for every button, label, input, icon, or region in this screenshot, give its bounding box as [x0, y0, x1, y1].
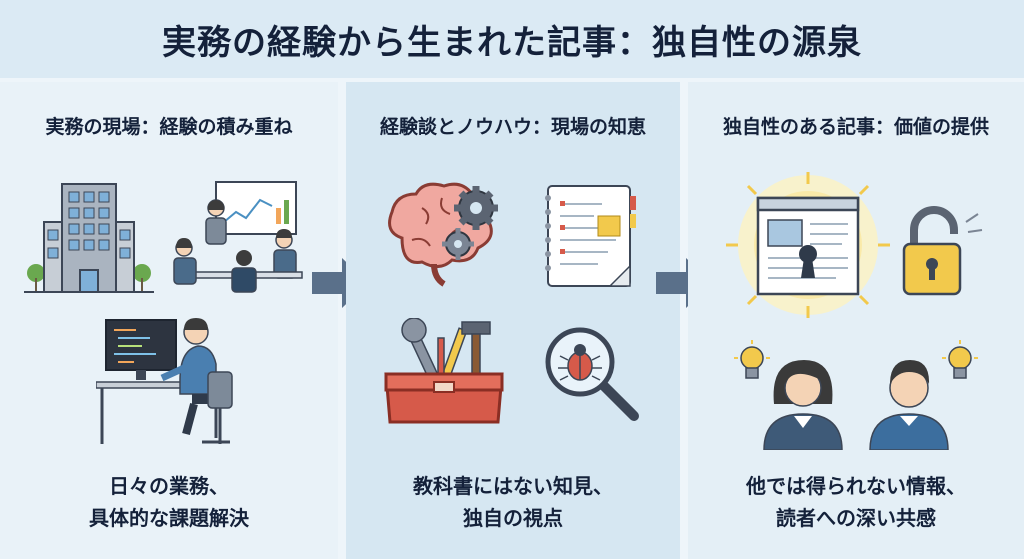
panel-heading: 独自性のある記事：価値の提供 — [722, 116, 989, 138]
office-building-icon — [24, 183, 154, 293]
panel-value: 独自性のある記事：価値の提供 — [688, 82, 1024, 559]
reader-man-icon — [869, 360, 949, 450]
panel-knowhow: 経験談とノウハウ：現場の知恵 — [346, 82, 680, 559]
panel-caption: 他では得られない情報、 読者への深い共感 — [688, 470, 1024, 534]
unlocked-padlock-icon — [902, 206, 983, 296]
caption-line-1: 他では得られない情報、 — [746, 474, 966, 498]
caption-line-1: 教科書にはない知見、 — [413, 474, 613, 498]
lightbulb-icon — [734, 340, 770, 379]
glowing-article-icon — [726, 172, 890, 318]
caption-line-2: 具体的な課題解決 — [89, 506, 249, 530]
panel-caption: 教科書にはない知見、 独自の視点 — [346, 470, 680, 534]
title-banner: 実務の経験から生まれた記事：独自性の源泉 — [0, 0, 1024, 78]
reader-woman-icon — [763, 360, 843, 450]
brain-gears-icon — [388, 182, 498, 287]
toolbox-icon — [384, 318, 504, 424]
panel-heading: 実務の現場：経験の積み重ね — [45, 116, 293, 138]
panel-heading: 経験談とノウハウ：現場の知恵 — [379, 116, 646, 138]
caption-line-2: 読者への深い共感 — [776, 506, 936, 530]
lightbulb-icon — [942, 340, 978, 379]
panel-workplace: 実務の現場：経験の積み重ね — [0, 82, 338, 559]
notebook-icon — [545, 185, 636, 287]
page-title: 実務の経験から生まれた記事：独自性の源泉 — [162, 22, 862, 63]
panel-caption: 日々の業務、 具体的な課題解決 — [0, 470, 338, 534]
caption-line-1: 日々の業務、 — [109, 474, 229, 498]
caption-line-2: 独自の視点 — [463, 506, 563, 530]
team-meeting-icon — [173, 181, 303, 293]
developer-at-desk-icon — [96, 318, 233, 444]
bug-magnifier-icon — [545, 327, 639, 421]
